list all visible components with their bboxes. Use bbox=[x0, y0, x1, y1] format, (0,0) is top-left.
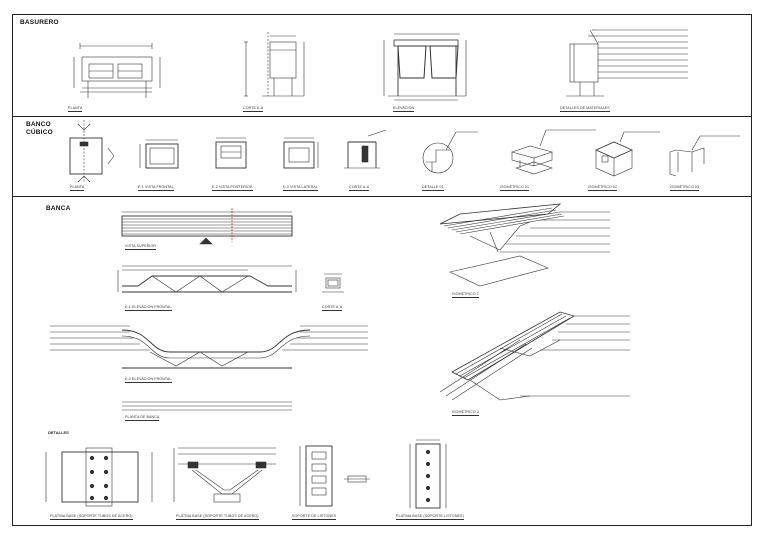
label-banca-planta: PLANTA DE BANCA bbox=[125, 415, 160, 419]
label-banco-e1: E-1 VISTA FRONTAL bbox=[138, 185, 174, 189]
label-banca-iso2: ISOMÉTRICO 2 bbox=[452, 410, 479, 414]
banca-planta-drawing bbox=[122, 401, 292, 411]
label-banco-iso3: ISOMÉTRICO 03 bbox=[670, 185, 700, 189]
banco-iso2-drawing bbox=[595, 131, 660, 177]
banco-e1-drawing bbox=[139, 139, 179, 169]
banca-elevacion-2-drawing bbox=[50, 325, 368, 369]
banca-vista-superior-drawing bbox=[121, 208, 293, 245]
label-banca-elevacion-2: E-2 ELEVACIÓN FRONTAL bbox=[125, 377, 172, 381]
label-banca-iso1: ISOMÉTRICO 1 bbox=[452, 292, 479, 296]
detalle-4-drawing bbox=[409, 439, 447, 509]
divider-2 bbox=[12, 196, 752, 197]
banca-isometrico-1-drawing bbox=[439, 203, 610, 287]
banco-e2-drawing bbox=[215, 137, 247, 169]
basurero-detalles-drawing bbox=[566, 29, 688, 97]
basurero-planta-drawing bbox=[73, 43, 161, 98]
label-banca-elevacion-1: E-1 ELEVACIÓN FRONTAL bbox=[125, 305, 172, 309]
label-detalles: DETALLES bbox=[48, 430, 69, 435]
label-banco-e2: E-2 VISTA POSTERIOR bbox=[212, 185, 253, 189]
label-basurero-planta: PLANTA bbox=[68, 106, 83, 110]
banca-isometrico-2-drawing bbox=[439, 311, 630, 401]
detalle-1-drawing bbox=[45, 447, 153, 507]
detalle-2-drawing bbox=[173, 447, 276, 503]
label-basurero-detalles: DETALLES DE MATERIALES bbox=[560, 106, 610, 110]
label-banco-corte: CORTE A-A bbox=[349, 185, 370, 189]
label-banco-iso2: ISOMÉTRICO 02 bbox=[588, 185, 618, 189]
label-detalle-2: PLATINA BASE (SOPORTE TUBOS DE ACERO) bbox=[176, 514, 259, 518]
label-banco-iso1: ISOMÉTRICO 01 bbox=[500, 185, 530, 189]
banco-detalle-drawing bbox=[422, 131, 478, 174]
section-title-basurero: BASURERO bbox=[20, 19, 59, 26]
label-detalle-4: PLATINA BASE (SOPORTE LISTONES) bbox=[396, 514, 464, 518]
banca-corte-drawing bbox=[322, 273, 344, 293]
section-title-banco-1: BANCO bbox=[26, 121, 51, 128]
banco-corte-drawing bbox=[344, 129, 387, 169]
sheet-frame bbox=[12, 14, 752, 526]
banco-iso3-drawing bbox=[669, 135, 740, 177]
basurero-corte-drawing bbox=[244, 32, 305, 97]
label-basurero-corte: CORTE A-A bbox=[243, 106, 264, 110]
label-banca-corte: CORTE A-A bbox=[322, 305, 343, 309]
label-detalle-3: SOPORTE DE LISTONES bbox=[292, 514, 337, 518]
section-title-banco-2: CÚBICO bbox=[26, 129, 53, 136]
section-title-banca: BANCA bbox=[46, 205, 71, 212]
label-detalle-1: PLATINA BASE (SOPORTE TUBOS DE ACERO) bbox=[50, 514, 133, 518]
label-banco-detalle: DETALLE 01 bbox=[422, 185, 444, 189]
banco-e3-drawing bbox=[283, 137, 319, 169]
label-banco-e3: E-3 VISTA LATERAL bbox=[283, 185, 318, 189]
label-basurero-elevacion: ELEVACIÓN bbox=[393, 106, 415, 110]
banco-planta-drawing bbox=[69, 120, 115, 183]
basurero-elevacion-drawing bbox=[383, 33, 467, 101]
banca-elevacion-1-drawing bbox=[117, 265, 297, 293]
divider-1 bbox=[12, 116, 752, 117]
label-banco-planta: PLANTA bbox=[70, 185, 85, 189]
label-banca-vista-superior: VISTA SUPERIOR bbox=[125, 244, 157, 248]
banco-iso1-drawing bbox=[510, 129, 596, 175]
detalle-3-drawing bbox=[299, 445, 370, 507]
